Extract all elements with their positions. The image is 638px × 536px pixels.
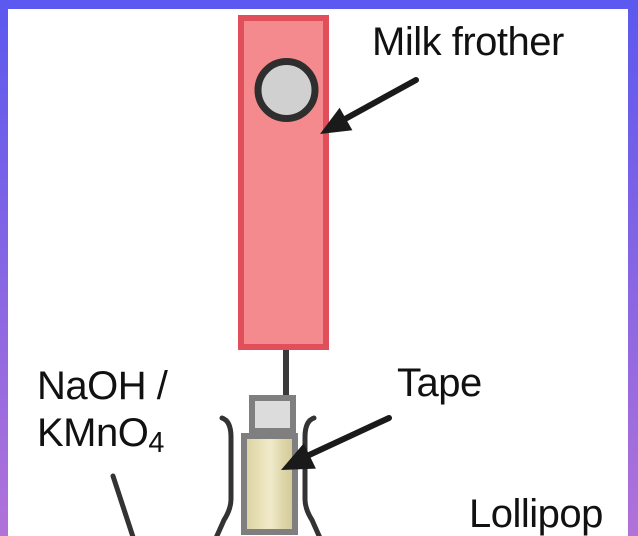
tape-label-text: Tape	[397, 361, 482, 405]
coupling-shape	[249, 395, 296, 434]
tape-label: Tape	[397, 360, 482, 407]
milk-frother-arrow	[320, 77, 419, 134]
frame-border-right	[628, 0, 638, 536]
solution-formula-subscript: 4	[148, 427, 164, 460]
flask-neck-left-shape	[214, 415, 234, 536]
frother-button-shape	[254, 58, 319, 122]
tape-arrow	[281, 415, 392, 470]
frame-border-top	[0, 0, 638, 9]
milk-frother-label: Milk frother	[372, 19, 564, 66]
solution-label-line1: NaOH /	[37, 364, 168, 408]
solution-label-line2: KMnO4	[37, 410, 167, 461]
tape-shape	[241, 433, 298, 535]
solution-pointer-line	[110, 473, 136, 536]
lollipop-label-text: Lollipop	[469, 492, 603, 536]
solution-formula-base: KMnO	[37, 411, 149, 455]
solution-label: NaOH / KMnO4	[37, 363, 168, 461]
lollipop-label: Lollipop	[469, 491, 603, 536]
frame-border-left	[0, 0, 8, 536]
milk-frother-label-text: Milk frother	[372, 20, 564, 64]
flask-neck-right-shape	[302, 415, 322, 536]
